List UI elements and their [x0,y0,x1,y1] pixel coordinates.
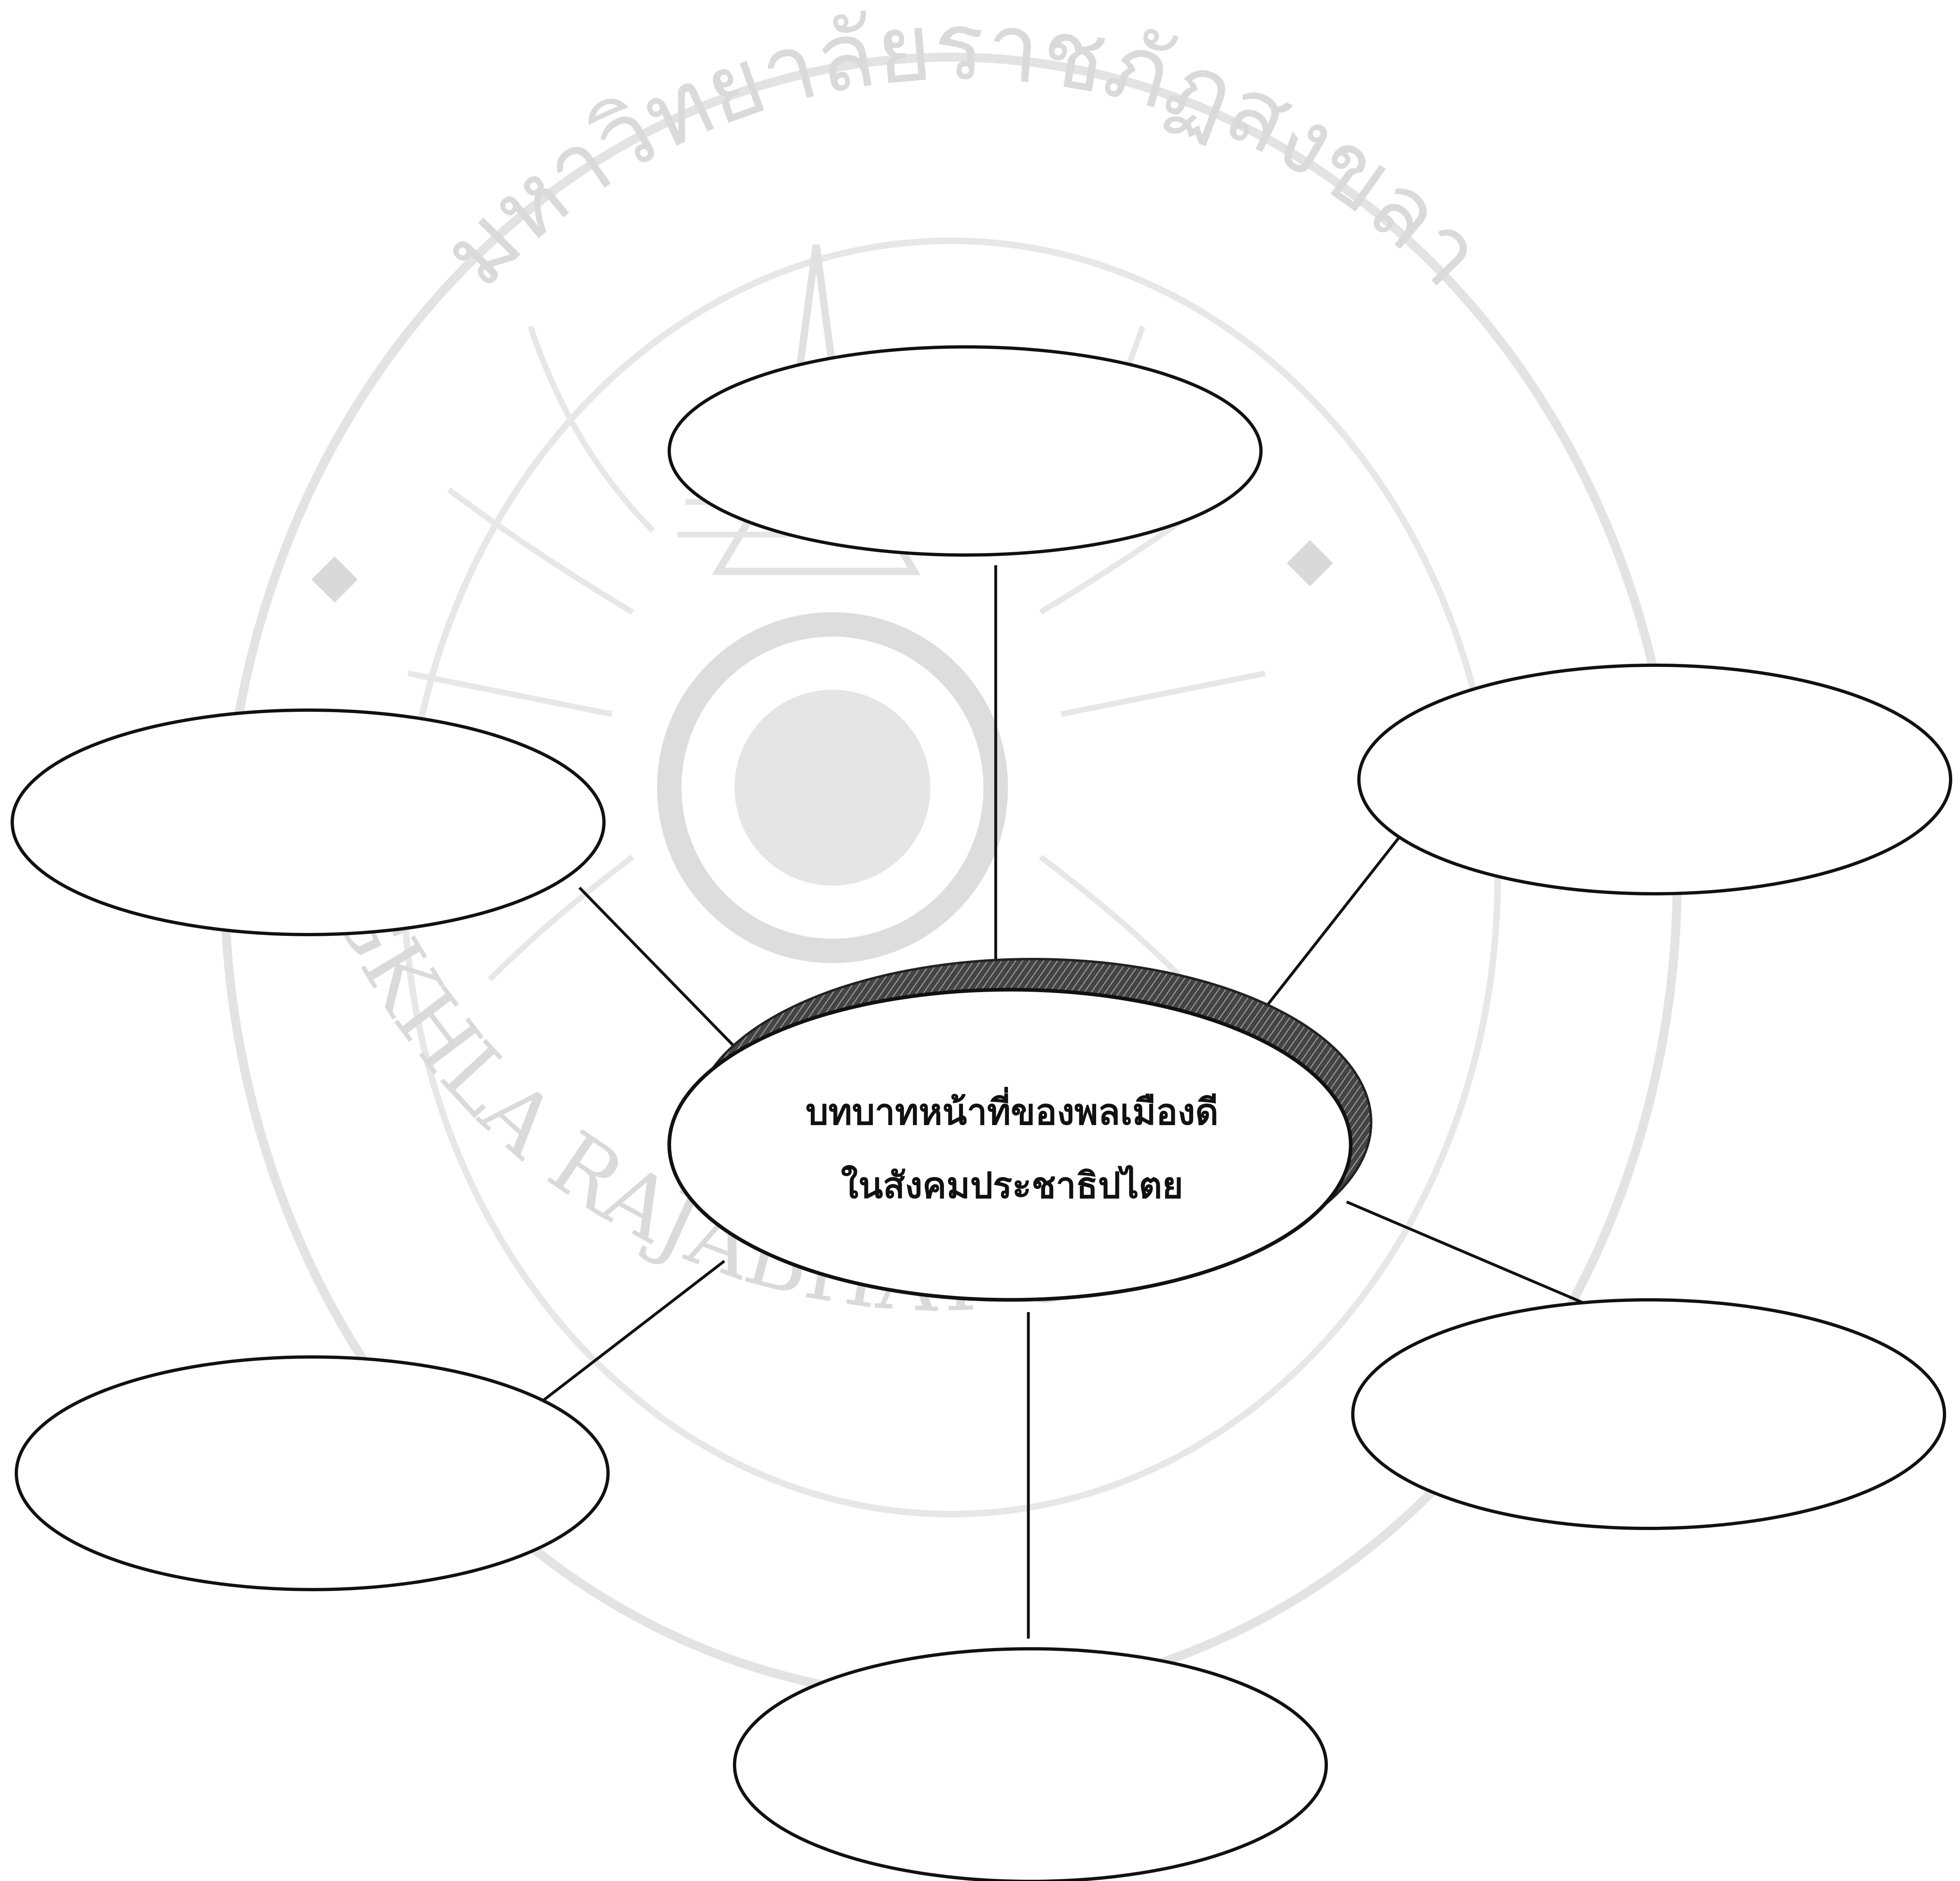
outer-node-lower-right [1351,1298,1946,1530]
connector-lower-right [1346,1200,1611,1316]
center-node: บทบาทหน้าที่ของพลเมืองดี ในสังคมประชาธิป… [667,958,1372,1302]
center-node-title-line2: ในสังคมประชาธิปไตย [841,1165,1183,1206]
connector-left [578,886,740,1052]
outer-nodes [11,345,1952,1881]
outer-node-top [668,345,1263,557]
connector-lines [537,565,1611,1639]
seal-emblem-core [735,690,930,886]
connector-upper-right [1241,835,1401,1038]
seal-top-text: มหาวิทยาลัยราชภัฏสงขลา [422,0,1505,308]
outer-node-left [11,708,606,936]
connector-lower-left [537,1260,726,1405]
outer-node-lower-left [15,1355,610,1591]
outer-node-right [1357,664,1952,895]
outer-node-bottom [733,1647,1328,1881]
center-node-title-line1: บทบาทหน้าที่ของพลเมืองดี [806,1087,1219,1133]
center-node-ellipse [667,988,1353,1302]
